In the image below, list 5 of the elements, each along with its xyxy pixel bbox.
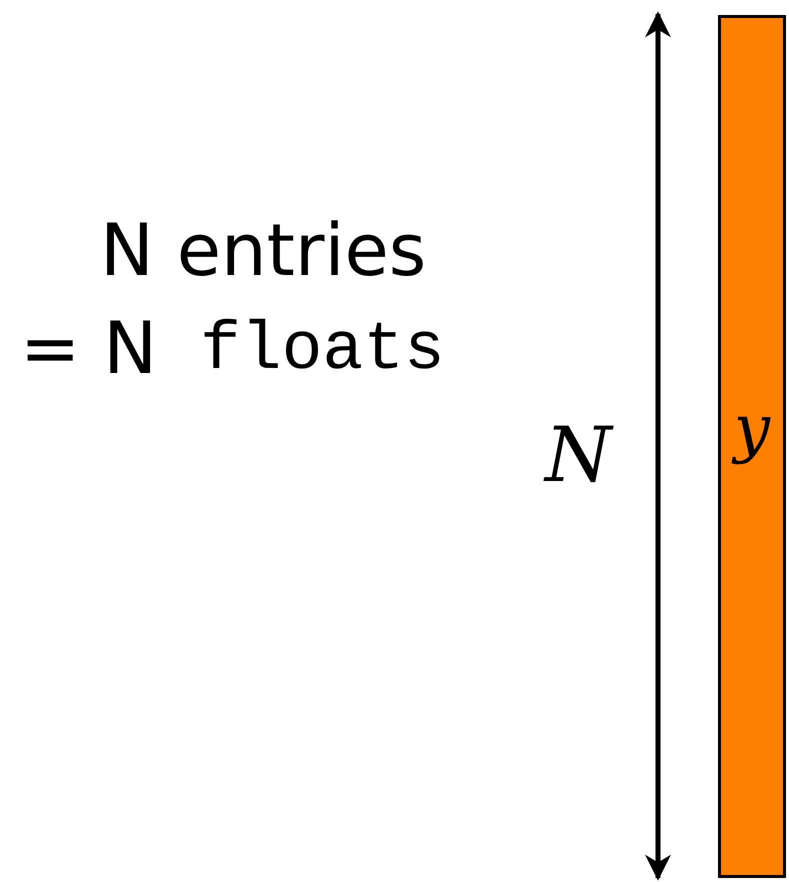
dimension-label: N [545, 410, 612, 499]
type-name-text: floats [200, 312, 445, 389]
description-text: N entries [100, 208, 426, 292]
description-text: = N [20, 306, 158, 390]
vector-bar [718, 15, 786, 878]
